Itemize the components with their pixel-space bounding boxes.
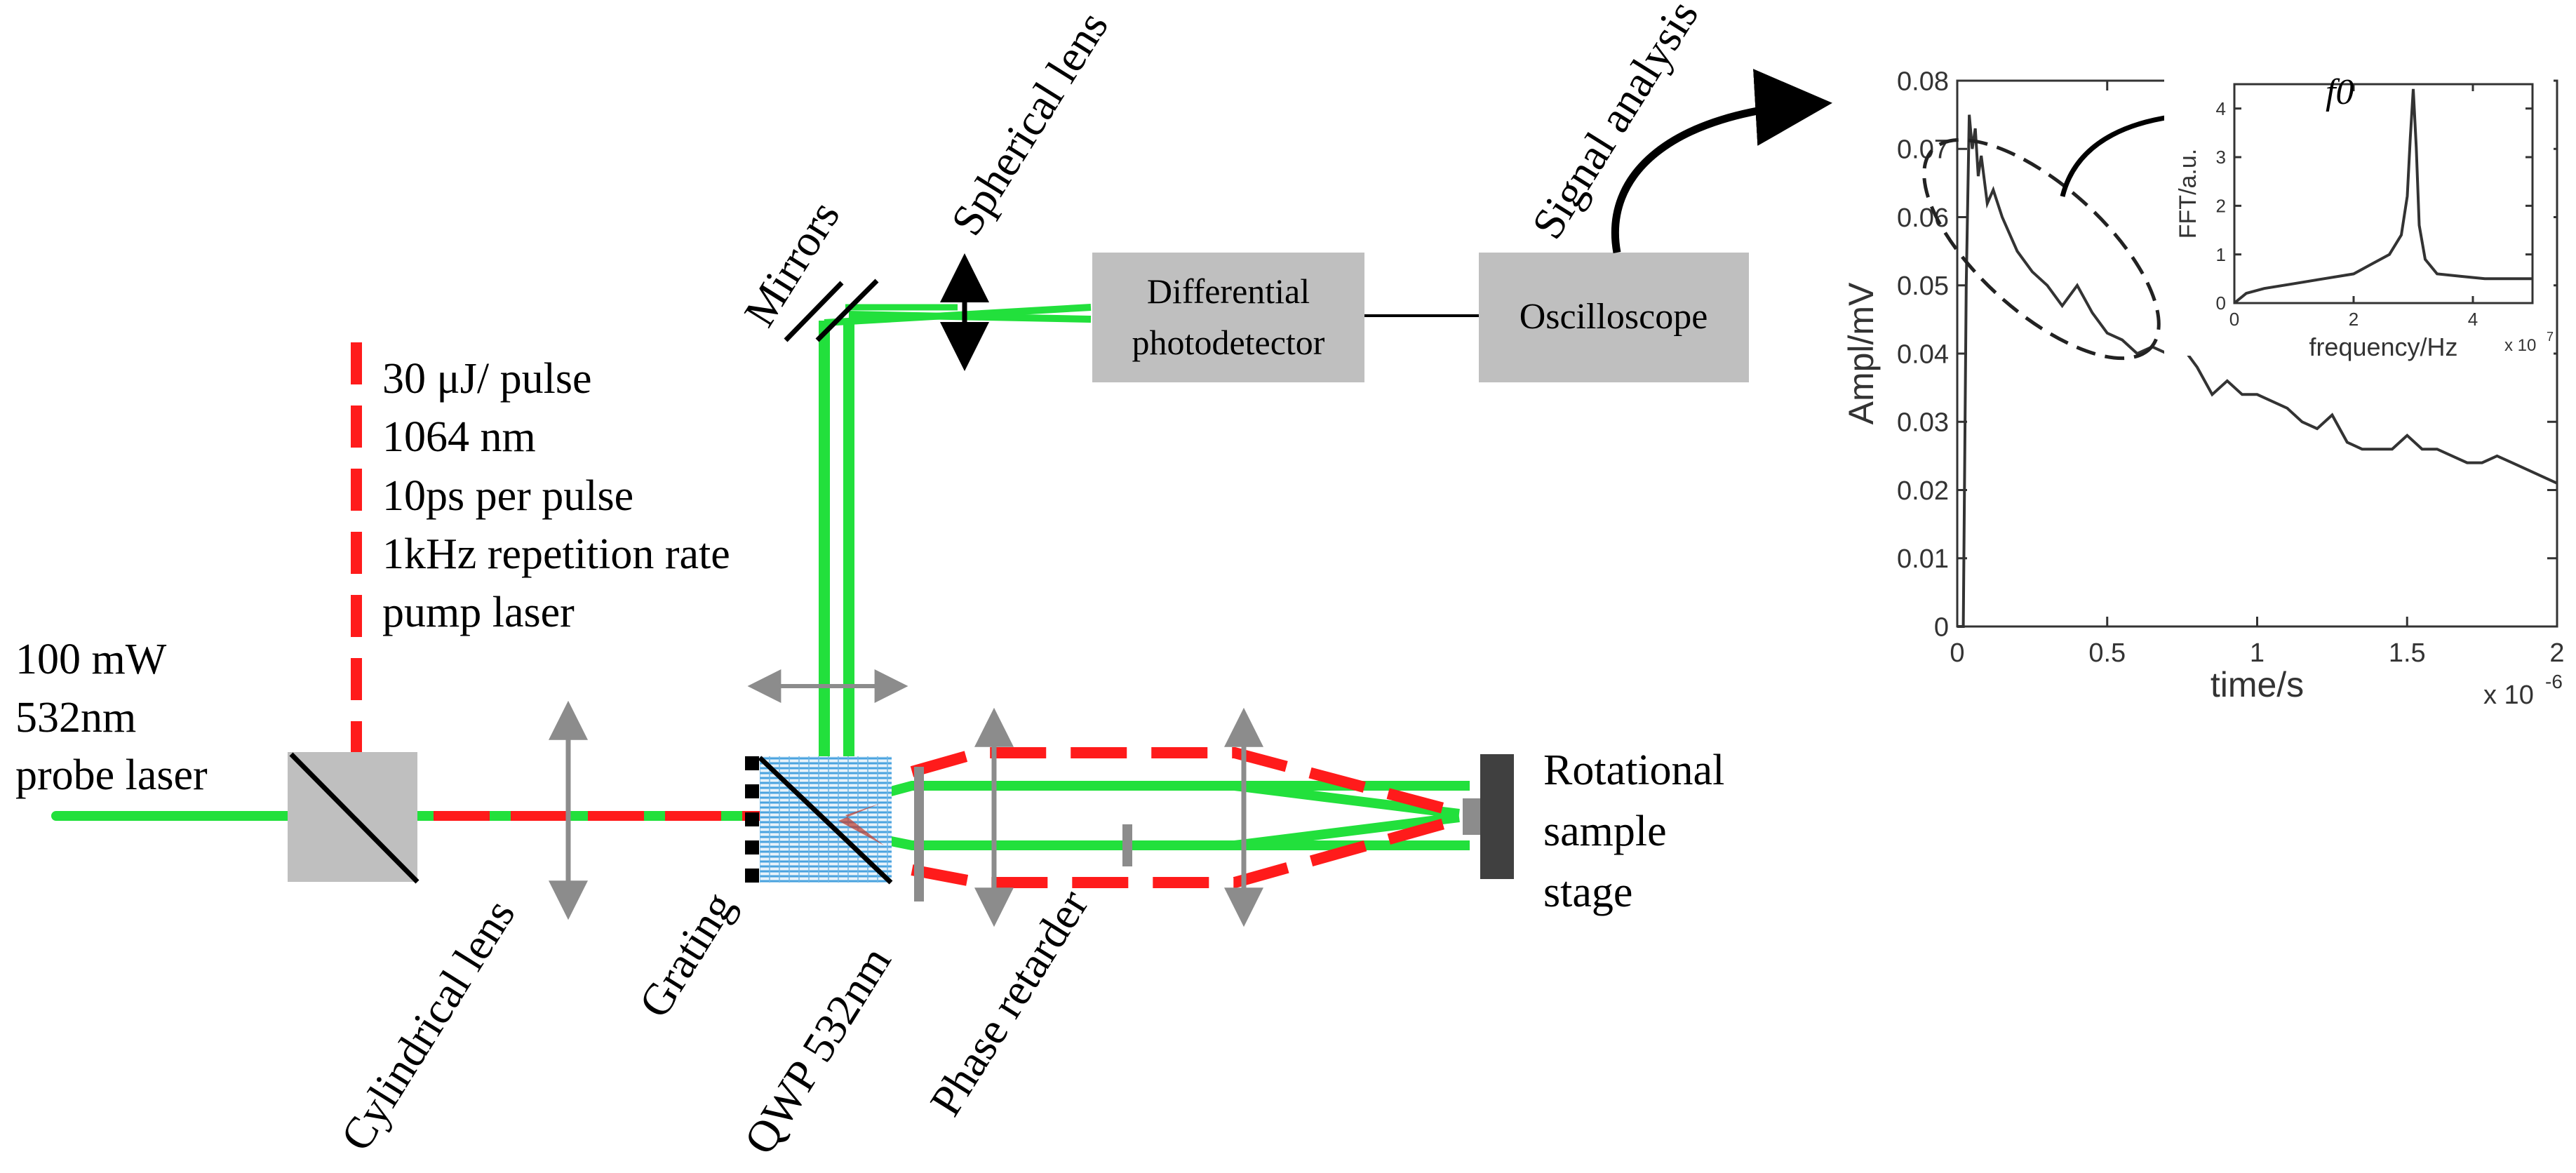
probe-laser-wavelength: 532nm bbox=[15, 694, 136, 742]
spherical-lens-label: Spherical lens bbox=[941, 3, 1118, 244]
x-tick-label: 0 bbox=[2229, 309, 2239, 330]
y-tick-label: 0 bbox=[1934, 612, 1949, 642]
pump-pulse-width: 10ps per pulse bbox=[382, 472, 633, 520]
x-tick-label: 1.5 bbox=[2389, 638, 2426, 668]
inset-plot-xlabel: frequency/Hz bbox=[2309, 333, 2457, 361]
stage-label-1: Rotational bbox=[1543, 746, 1724, 794]
main-plot-xlabel: time/s bbox=[2211, 665, 2304, 704]
inset-plot-ticks: 0 2 4 0 1 2 3 4 bbox=[2216, 84, 2533, 330]
x-tick-label: 0 bbox=[1950, 638, 1964, 668]
probe-laser-power: 100 mW bbox=[15, 636, 167, 683]
y-tick-label: 0.07 bbox=[1897, 135, 1949, 165]
fft-inset-plot: 0 2 4 0 1 2 3 4 frequency/Hz FFT/a.u. x 10 7 f0 bbox=[2164, 70, 2554, 361]
grating bbox=[745, 669, 908, 885]
phase-retarder bbox=[1122, 824, 1132, 866]
inset-plot-trace bbox=[2233, 88, 2533, 304]
x-tick-label: 2 bbox=[2349, 309, 2359, 330]
main-plot-trace bbox=[1957, 114, 2558, 628]
y-tick-label: 4 bbox=[2216, 98, 2226, 119]
y-tick-label: 0.02 bbox=[1897, 476, 1949, 506]
beam-splitter-icon bbox=[288, 752, 420, 884]
x-tick-label: 1 bbox=[2250, 638, 2265, 668]
probe-laser-label: 100 mW 532nm probe laser bbox=[15, 636, 208, 799]
y-tick-label: 2 bbox=[2216, 195, 2226, 216]
cylindrical-lens-label: Cylindrical lens bbox=[331, 891, 525, 1160]
main-plot-ticks: 0 0.5 1 1.5 2 0 0.01 0.02 0.03 0.04 0.05 0.06 0.07 0.… bbox=[1897, 67, 2565, 668]
mirrors-label: Mirrors bbox=[734, 192, 850, 335]
qwp-label: QWP 532nm bbox=[734, 938, 901, 1163]
oscilloscope: Oscilloscope bbox=[1479, 253, 1749, 382]
x-tick-label: 4 bbox=[2468, 309, 2478, 330]
signal-analysis-arrow bbox=[1611, 69, 1832, 253]
stage-label-2: sample bbox=[1543, 807, 1667, 855]
x-tick-label: 0.5 bbox=[2088, 638, 2126, 668]
main-plot-exponent: x 10 bbox=[2483, 681, 2534, 710]
y-tick-label: 3 bbox=[2216, 147, 2226, 168]
y-tick-label: 0.01 bbox=[1897, 544, 1949, 574]
photodetector-label-1: Differential bbox=[1147, 272, 1310, 311]
y-tick-label: 0.06 bbox=[1897, 203, 1949, 233]
pump-energy: 30 μJ/ pulse bbox=[382, 355, 591, 403]
inset-plot-title: f0 bbox=[2326, 72, 2354, 112]
pump-beam bbox=[351, 342, 1461, 888]
oscilloscope-label: Oscilloscope bbox=[1520, 297, 1708, 337]
main-plot-exponent-power: -6 bbox=[2545, 671, 2563, 692]
pump-rep-rate: 1kHz repetition rate bbox=[382, 530, 730, 578]
x-tick-label: 2 bbox=[2549, 638, 2564, 668]
y-tick-label: 0.08 bbox=[1897, 67, 1949, 96]
stage-label-3: stage bbox=[1543, 869, 1632, 916]
y-tick-label: 0 bbox=[2216, 293, 2226, 314]
pump-wavelength: 1064 nm bbox=[382, 413, 536, 461]
phase-retarder-label: Phase retarder bbox=[920, 881, 1098, 1125]
inset-plot-exponent: x 10 bbox=[2504, 336, 2536, 355]
signal-plot: 0 0.5 1 1.5 2 0 0.01 0.02 0.03 0.04 0.05 0.06 0.07 0.… bbox=[1842, 67, 2565, 710]
sample-stage-icon bbox=[1463, 754, 1514, 879]
differential-photodetector: Differential photodetector bbox=[1092, 253, 1364, 382]
sample-stage-label: Rotational sample stage bbox=[1543, 746, 1724, 916]
main-plot-ylabel: Ampl/mV bbox=[1842, 282, 1881, 424]
y-tick-label: 0.04 bbox=[1897, 340, 1949, 369]
grating-label: Grating bbox=[629, 883, 744, 1026]
qwp-plate bbox=[914, 767, 924, 901]
y-tick-label: 0.03 bbox=[1897, 408, 1949, 438]
pump-name: pump laser bbox=[382, 589, 575, 636]
y-tick-label: 0.05 bbox=[1897, 272, 1949, 301]
inset-background bbox=[2164, 70, 2554, 356]
inset-plot-exponent-power: 7 bbox=[2547, 330, 2554, 344]
y-tick-label: 1 bbox=[2216, 244, 2226, 265]
pump-laser-label: 30 μJ/ pulse 1064 nm 10ps per pulse 1kHz… bbox=[382, 355, 730, 636]
inset-plot-frame bbox=[2233, 83, 2534, 304]
photodetector-label-2: photodetector bbox=[1132, 323, 1325, 362]
inset-plot-ylabel: FFT/a.u. bbox=[2175, 149, 2201, 239]
mirrors bbox=[784, 279, 879, 342]
highlight-ellipse bbox=[1922, 138, 2161, 361]
probe-laser-name: probe laser bbox=[15, 751, 208, 799]
